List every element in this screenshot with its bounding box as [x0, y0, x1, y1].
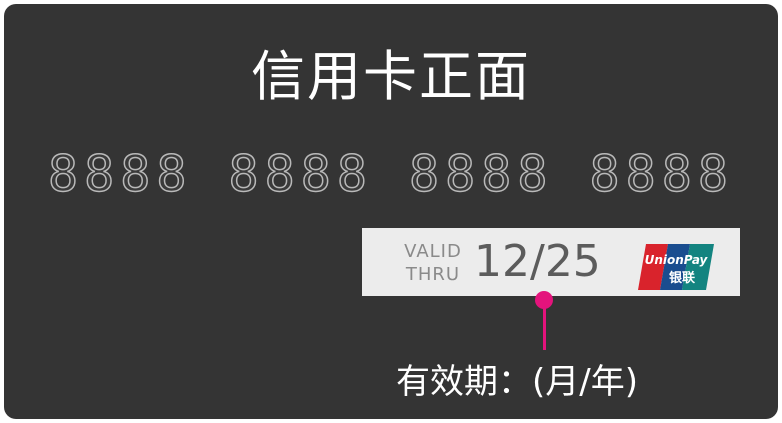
svg-text:UnionPay: UnionPay	[645, 253, 709, 267]
card-title: 信用卡正面	[251, 45, 531, 108]
valid-label-line2: THRU	[405, 264, 461, 285]
valid-thru-label: VALID THRU	[398, 240, 468, 286]
expiry-caption: 有效期：(月/年)	[396, 362, 638, 402]
credit-card-front: 信用卡正面 8888 8888 8888 8888 VALID THRU 12/…	[4, 4, 778, 419]
svg-text:银联: 银联	[669, 270, 695, 286]
expiry-strip: VALID THRU 12/25 UnionPay 银联	[362, 228, 740, 296]
card-number: 8888 8888 8888 8888	[47, 144, 734, 204]
expiry-date: 12/25	[474, 236, 601, 287]
unionpay-logo-icon: UnionPay 银联	[638, 244, 714, 290]
pointer-line	[543, 304, 546, 350]
valid-label-line1: VALID	[404, 241, 462, 262]
pointer-dot	[535, 291, 553, 309]
